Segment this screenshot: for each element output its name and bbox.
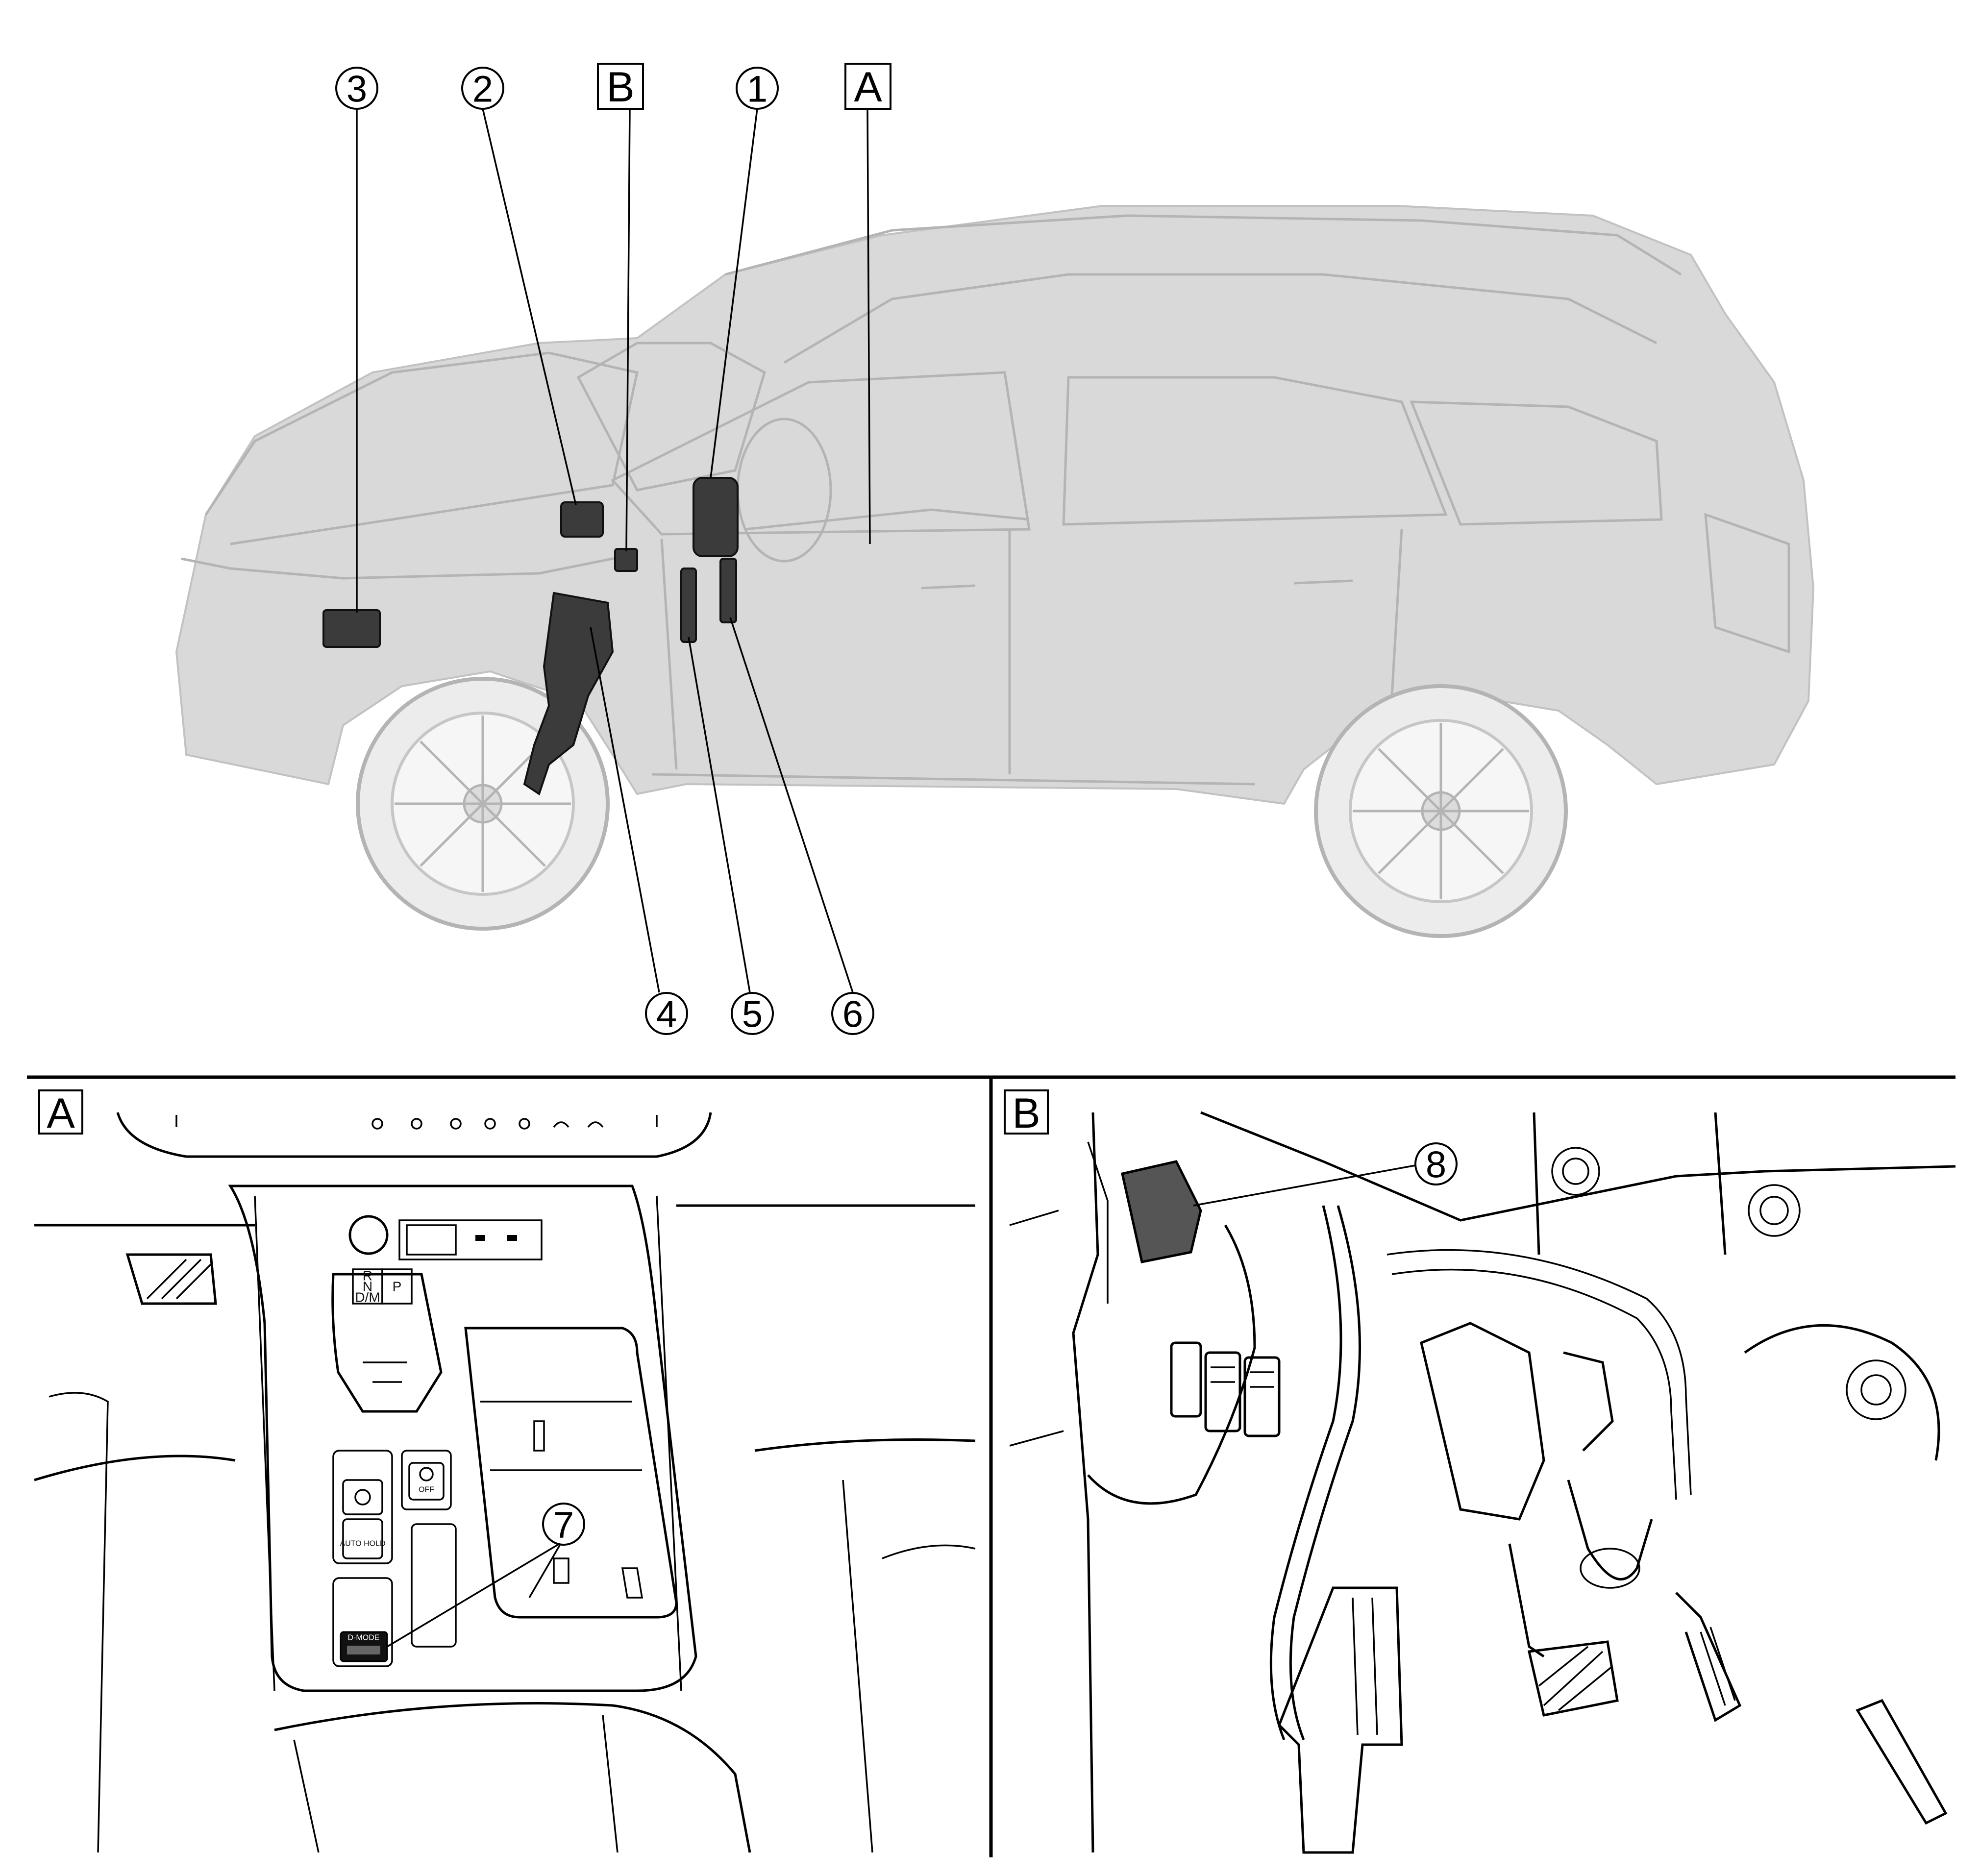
shift-dm-label: D/M <box>355 1290 380 1305</box>
top-leader-lines <box>356 108 871 993</box>
steering-assist-icon <box>419 1467 434 1481</box>
callout-4-label: 4 <box>656 994 677 1036</box>
component-2 <box>560 501 604 538</box>
panel-b-driver-footwell: B <box>1004 1089 1956 1854</box>
recirc-icon <box>411 1118 422 1130</box>
panel-b-label-box <box>1004 1089 1049 1135</box>
callout-8-label: 8 <box>1426 1144 1446 1186</box>
accelerator-pedal <box>1675 1592 1742 1722</box>
component-3 <box>322 609 381 648</box>
callout-4: 4 <box>645 992 688 1036</box>
console-outline <box>228 1185 697 1692</box>
vehicle-ghost-illustration <box>175 205 1815 938</box>
callout-5: 5 <box>731 992 774 1036</box>
callout-7-label: 7 <box>553 1505 574 1546</box>
panel-a-label-box <box>38 1089 83 1135</box>
auto-hold-switch[interactable] <box>342 1518 383 1559</box>
wiring-harness <box>1087 1205 1692 1740</box>
parking-brake-pedal <box>125 1253 217 1305</box>
connector-block <box>1243 1356 1281 1437</box>
callout-2-label: 2 <box>472 69 493 110</box>
parking-brake-icon <box>354 1489 371 1506</box>
view-b-location <box>614 548 638 572</box>
connector-block <box>1204 1351 1241 1432</box>
callout-6: 6 <box>831 992 874 1036</box>
callout-1-label: 1 <box>747 69 767 110</box>
callout-8: 8 <box>1414 1142 1458 1186</box>
off-label: OFF <box>419 1486 434 1494</box>
component-1 <box>693 477 739 557</box>
highlighted-components <box>322 477 739 796</box>
fan-icon <box>371 1118 383 1130</box>
display-screen <box>398 1219 543 1260</box>
shift-p-label: P <box>393 1279 402 1294</box>
connector-block <box>1170 1341 1202 1418</box>
fan-icon <box>519 1118 530 1130</box>
shift-n-label: N <box>363 1279 372 1294</box>
panel-b-label: B <box>1012 1090 1040 1137</box>
rear-wheel <box>1314 684 1568 938</box>
callout-3-label: 3 <box>346 69 367 110</box>
usb-icon <box>475 1235 517 1241</box>
grommet <box>1748 1184 1801 1237</box>
callout-1: 1 <box>736 67 779 110</box>
callout-6-label: 6 <box>842 994 863 1036</box>
component-8 <box>1121 1160 1202 1263</box>
auto-hold-label: AUTO HOLD <box>340 1540 385 1548</box>
steering-assist-switch[interactable] <box>408 1462 445 1501</box>
component-5 <box>680 568 697 643</box>
grommet <box>1551 1147 1600 1196</box>
defrost-icon <box>553 1121 569 1128</box>
callout-2: 2 <box>461 67 504 110</box>
component-4 <box>523 592 614 796</box>
callout-3: 3 <box>335 67 378 110</box>
shift-r-label: R <box>363 1268 372 1284</box>
brake-pedal <box>1508 1543 1619 1717</box>
floor-grommet <box>1846 1359 1906 1420</box>
callout-7: 7 <box>542 1503 585 1546</box>
fan-icon <box>484 1118 496 1130</box>
view-b-marker: B <box>597 63 644 111</box>
d-mode-label: D-MODE <box>348 1634 380 1642</box>
shift-lever: R N D/M P <box>331 1268 443 1413</box>
view-a-marker: A <box>844 63 891 111</box>
view-a-marker-label: A <box>854 64 882 111</box>
storage-bin <box>464 1327 678 1619</box>
knob <box>348 1215 389 1255</box>
view-b-marker-label: B <box>606 64 634 111</box>
panel-a-label: A <box>47 1090 75 1137</box>
climate-icons <box>371 1118 604 1130</box>
fan-icon <box>450 1118 462 1130</box>
defrost-icon <box>587 1121 604 1128</box>
parking-brake-switch[interactable] <box>342 1479 383 1515</box>
module-bottom <box>1278 1586 1403 1854</box>
component-6 <box>719 558 737 623</box>
callout-5-label: 5 <box>742 994 763 1036</box>
switch-panel: AUTO HOLD OFF D-MODE <box>332 1450 457 1667</box>
panel-a-center-console: A <box>34 1089 976 1853</box>
